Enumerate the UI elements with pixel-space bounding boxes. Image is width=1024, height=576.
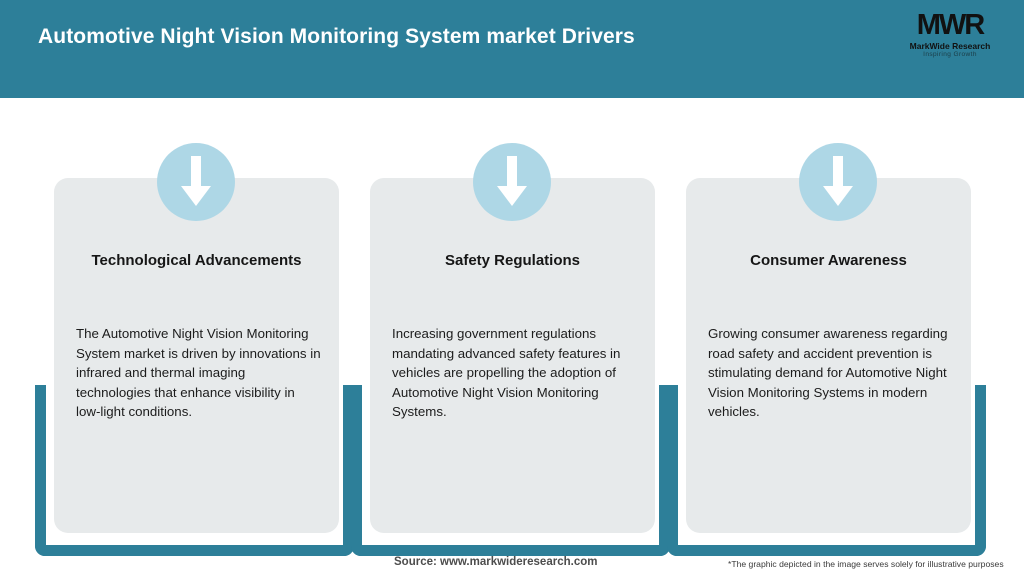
arrow-down-icon xyxy=(157,143,235,221)
logo-monogram: MWR xyxy=(916,8,985,41)
arrow-down-icon xyxy=(799,143,877,221)
card-bracket-3 xyxy=(667,385,986,556)
card-body-text: Increasing government regulations mandat… xyxy=(392,326,621,420)
card-title: Consumer Awareness xyxy=(750,252,907,269)
driver-card-consumer-awareness[interactable]: Consumer Awareness Growing consumer awar… xyxy=(686,178,971,533)
disclaimer-note: *The graphic depicted in the image serve… xyxy=(728,559,1004,569)
card-bracket-1 xyxy=(35,385,354,556)
driver-card-safety-regulations[interactable]: Safety Regulations Increasing government… xyxy=(370,178,655,533)
card-title: Technological Advancements xyxy=(91,252,302,269)
driver-card-technological-advancements[interactable]: Technological Advancements The Automotiv… xyxy=(54,178,339,533)
logo-tagline: Inspiring Growth xyxy=(923,51,977,59)
page-title: Automotive Night Vision Monitoring Syste… xyxy=(38,25,635,48)
card-title: Safety Regulations xyxy=(444,252,581,269)
arrow-down-icon xyxy=(473,143,551,221)
logo-company-name: MarkWide Research xyxy=(909,40,991,51)
page-header: Automotive Night Vision Monitoring Syste… xyxy=(0,0,1024,98)
brand-logo: MWR MarkWide Research Inspiring Growth xyxy=(898,8,1002,62)
source-label: Source: www.markwideresearch.com xyxy=(394,556,598,568)
card-body-text: The Automotive Night Vision Monitoring S… xyxy=(76,326,321,420)
card-body-text: Growing consumer awareness regarding roa… xyxy=(708,326,948,420)
card-bracket-2 xyxy=(351,385,670,556)
